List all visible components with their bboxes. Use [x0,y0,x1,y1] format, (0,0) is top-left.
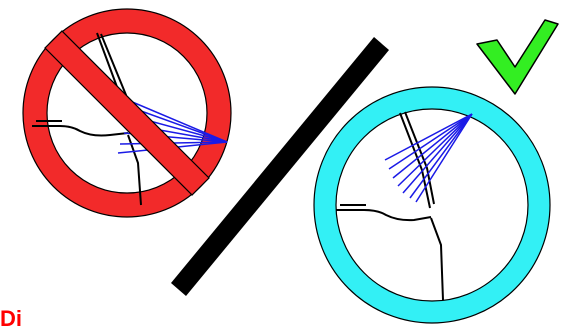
correct-line-lower [431,218,443,300]
correct-ray-fan [385,114,472,202]
correct-line-upper-inner [405,112,434,204]
wrong-configuration-panel [23,9,231,217]
correct-ray [385,114,472,160]
checkmark-icon [477,20,558,94]
correct-line-left [336,210,431,220]
correct-ray [416,114,472,202]
corner-label: Di [0,308,22,330]
